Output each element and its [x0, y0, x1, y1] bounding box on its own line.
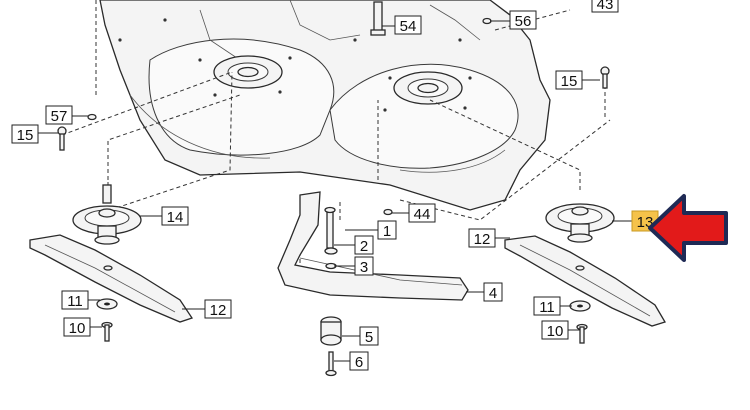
svg-text:11: 11 [67, 293, 83, 310]
svg-text:14: 14 [167, 209, 184, 226]
svg-text:54: 54 [400, 18, 417, 35]
right-spindle-boss [393, 71, 463, 105]
callout-14: 14 [161, 206, 189, 226]
svg-text:10: 10 [69, 320, 86, 337]
bolt-6 [325, 351, 337, 377]
bolt-15-left [57, 126, 67, 151]
svg-text:1: 1 [383, 223, 391, 240]
svg-text:4: 4 [489, 285, 497, 302]
nut-44 [383, 208, 393, 216]
svg-text:3: 3 [360, 259, 368, 276]
svg-text:12: 12 [210, 302, 227, 319]
left-spindle-14 [72, 184, 142, 245]
svg-text:43: 43 [597, 0, 614, 13]
callout-6: 6 [349, 351, 369, 371]
left-blade-12 [29, 234, 194, 323]
pin-1 [324, 206, 336, 249]
callout-5: 5 [359, 326, 379, 346]
leader-lines [38, 20, 632, 362]
nut-57 [87, 113, 97, 121]
svg-text:44: 44 [414, 206, 431, 223]
svg-text:57: 57 [51, 108, 68, 125]
callout-11-left: 11 [61, 290, 89, 310]
deck-holes [118, 18, 472, 112]
callout-3: 3 [354, 256, 374, 276]
svg-text:2: 2 [360, 238, 368, 255]
bolt-10-right [576, 323, 588, 344]
drive-rod-54 [370, 1, 386, 36]
callout-4: 4 [483, 282, 503, 302]
callout-15-left: 15 [11, 124, 39, 144]
svg-text:15: 15 [561, 73, 578, 90]
callout-57: 57 [45, 105, 73, 125]
callout-12-left: 12 [204, 299, 232, 319]
svg-text:11: 11 [539, 299, 555, 316]
bolt-15-right [600, 66, 610, 89]
callout-44: 44 [408, 203, 436, 223]
svg-text:10: 10 [547, 323, 564, 340]
mower-deck [99, 0, 551, 211]
callout-43: 43 [591, 0, 619, 13]
callout-56: 56 [509, 10, 537, 30]
roller-5 [320, 316, 342, 346]
svg-text:6: 6 [355, 354, 363, 371]
callout-11-right: 11 [533, 296, 561, 316]
right-spindle-13 [545, 203, 615, 243]
callout-15-right: 15 [555, 70, 583, 90]
svg-text:5: 5 [365, 329, 373, 346]
right-blade-12 [504, 235, 666, 327]
callout-1: 1 [377, 220, 397, 240]
svg-text:56: 56 [515, 13, 532, 30]
washer-11-left [96, 298, 118, 310]
callout-10-right: 10 [541, 320, 569, 340]
callout-12-right: 12 [468, 228, 496, 248]
nut-56 [482, 17, 492, 25]
callout-10-left: 10 [63, 317, 91, 337]
washer-11-right [569, 300, 591, 312]
washer-2 [324, 247, 338, 255]
pointer-arrow [648, 194, 728, 262]
callout-54: 54 [394, 15, 422, 35]
callout-2: 2 [354, 235, 374, 255]
left-spindle-boss [213, 55, 283, 89]
svg-text:15: 15 [17, 127, 34, 144]
bolt-10-left [101, 321, 113, 342]
svg-text:12: 12 [474, 231, 491, 248]
